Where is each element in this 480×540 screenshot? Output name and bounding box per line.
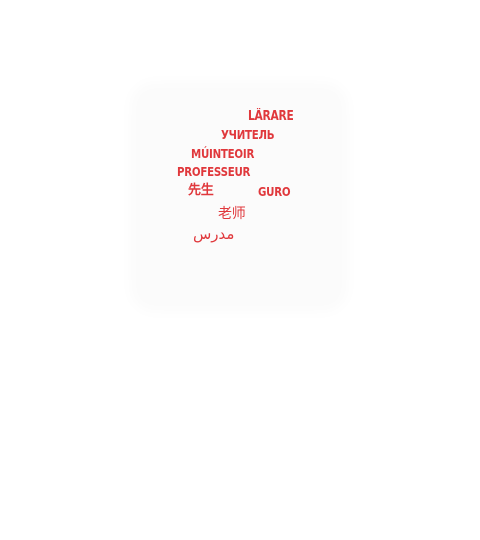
word-professeur: PROFESSEUR: [177, 164, 251, 179]
word-larare: LÄRARE: [248, 109, 294, 124]
word-xiansheng: 先生: [188, 183, 214, 198]
word-modarres: مدرس: [193, 225, 235, 243]
word-laoshi: 老师: [218, 206, 246, 222]
word-guro: GURO: [258, 184, 291, 199]
word-uchitel: УЧИТЕЛЬ: [221, 127, 275, 142]
word-cloud-panel: [140, 92, 338, 302]
word-muinteoir: MÚINTEOIR: [191, 146, 255, 161]
